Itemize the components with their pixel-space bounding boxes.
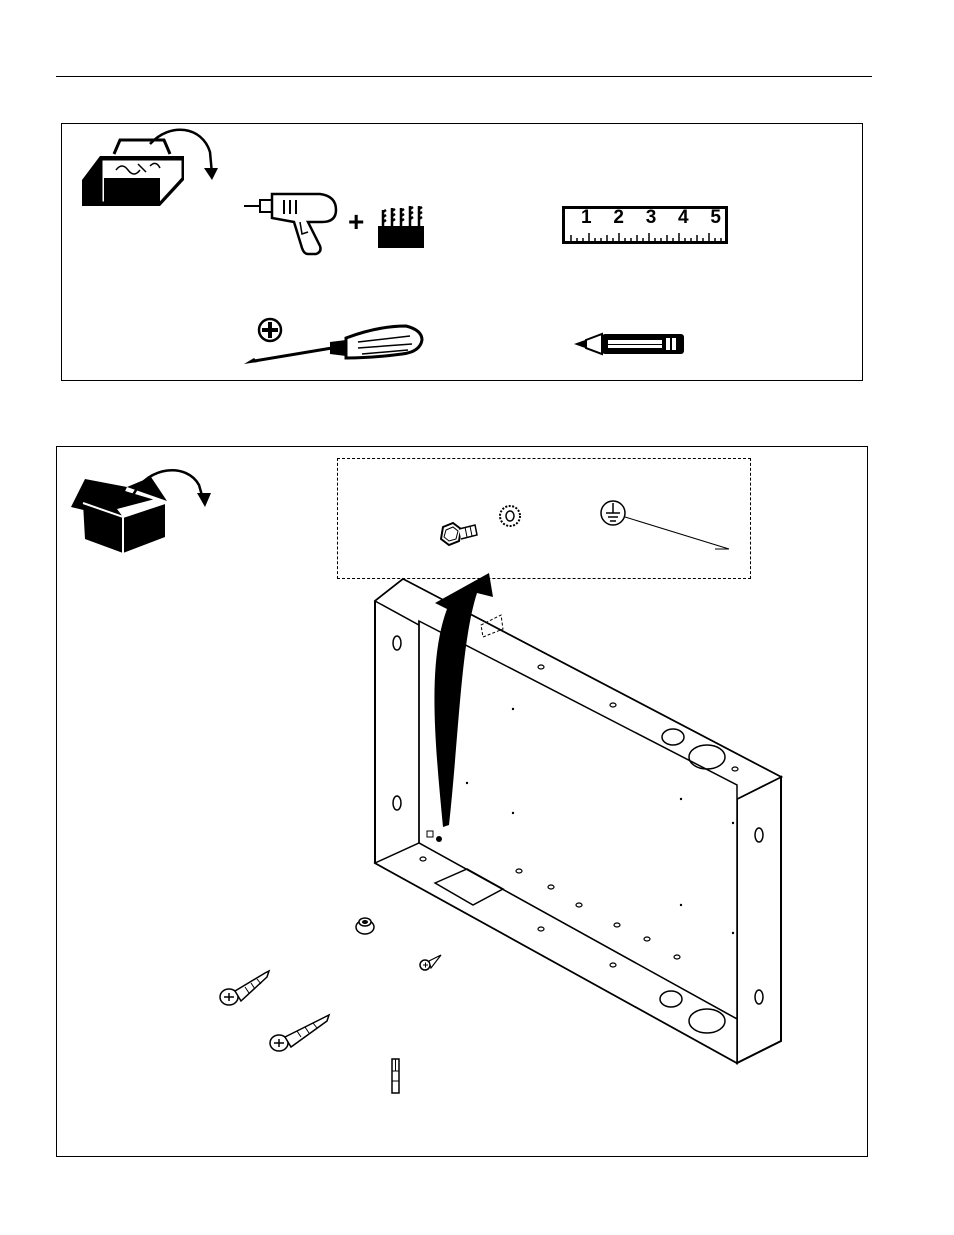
long-screw-icon (267, 1013, 333, 1055)
header-rule (56, 76, 872, 77)
driver-bit-icon (389, 1057, 403, 1097)
drill-icon (242, 188, 362, 260)
pencil-icon (572, 330, 688, 358)
ruler-ticks (565, 231, 725, 243)
phillips-screwdriver-icon (242, 318, 426, 370)
tools-required-panel: + 1 2 3 4 5 (61, 123, 863, 381)
star-washer-icon (497, 503, 525, 529)
wall-box-icon (357, 573, 787, 1067)
long-screw-icon (217, 969, 273, 1009)
toolbox-icon (80, 130, 220, 230)
ruler-number: 3 (646, 208, 657, 228)
ruler-number: 2 (613, 208, 624, 228)
hex-screw-icon (437, 519, 485, 549)
parts-included-panel (56, 446, 868, 1157)
anchor-icon (353, 913, 381, 937)
ruler-number: 1 (581, 208, 592, 228)
ruler-number: 4 (678, 208, 689, 228)
small-screw-icon (419, 953, 445, 973)
ruler-icon: 1 2 3 4 5 (562, 206, 728, 244)
ground-symbol-icon (597, 499, 737, 559)
plus-symbol: + (348, 208, 364, 236)
open-box-icon (69, 459, 205, 555)
drill-bits-icon (378, 204, 426, 250)
ruler-number: 5 (710, 208, 721, 228)
